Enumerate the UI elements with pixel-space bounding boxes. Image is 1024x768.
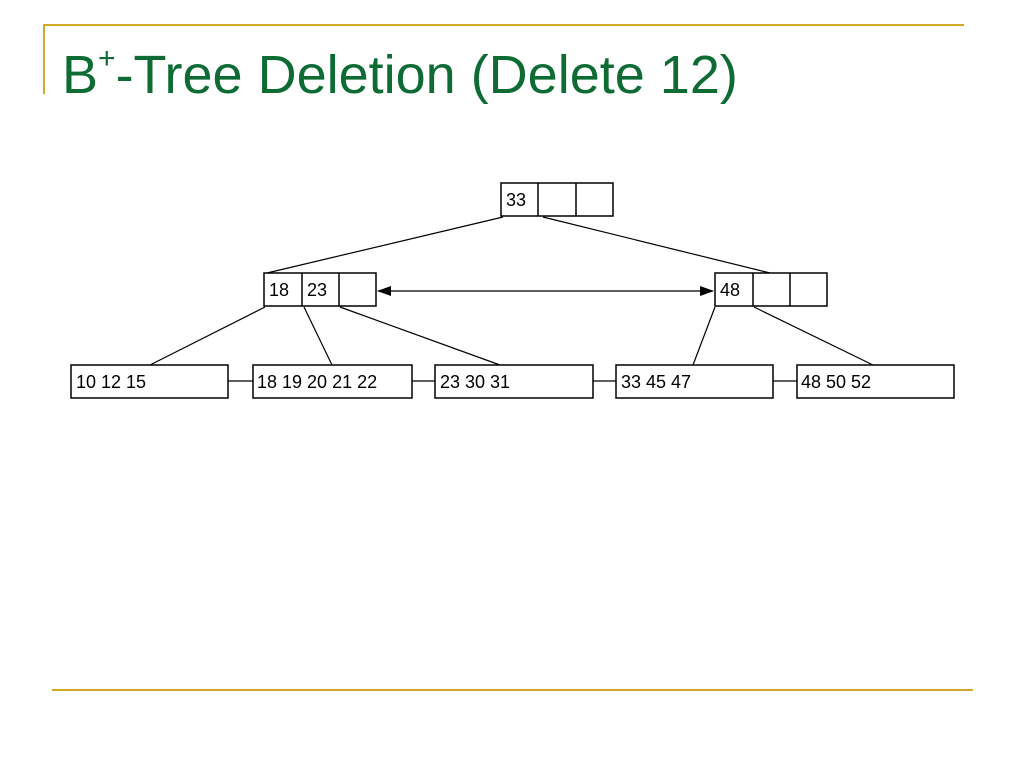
- internal-right-key-1: 48: [720, 280, 740, 300]
- leaf-5-keys: 48 50 52: [801, 372, 871, 392]
- internal-node-right: 48: [714, 272, 828, 307]
- leaf-node-1: 10 12 15: [70, 364, 229, 399]
- edge-right-to-leaf-4: [692, 306, 716, 366]
- internal-left-key-1: 18: [269, 280, 289, 300]
- leaf-1-keys: 10 12 15: [76, 372, 146, 392]
- edge-root-to-right: [542, 216, 771, 274]
- edge-left-to-leaf-3: [339, 306, 501, 366]
- root-node: 33: [500, 182, 614, 217]
- edge-right-to-leaf-5: [753, 306, 874, 366]
- slide-title: B+-Tree Deletion (Delete 12): [62, 44, 738, 105]
- root-key-1: 33: [506, 190, 526, 210]
- edge-left-to-leaf-2: [303, 306, 333, 366]
- tree-edges: [149, 216, 874, 382]
- title-rule-left: [43, 24, 45, 94]
- title-suffix: -Tree Deletion (Delete 12): [115, 45, 738, 105]
- leaf-3-keys: 23 30 31: [440, 372, 510, 392]
- title-rule-top: [43, 24, 964, 26]
- title-prefix: B: [62, 45, 99, 105]
- title-superscript: +: [98, 42, 116, 75]
- internal-left-key-2: 23: [307, 280, 327, 300]
- leaf-4-keys: 33 45 47: [621, 372, 691, 392]
- edge-root-to-left: [266, 216, 504, 274]
- footer-rule: [52, 689, 973, 691]
- leaf-node-4: 33 45 47: [615, 364, 774, 399]
- edge-left-to-leaf-1: [149, 306, 266, 366]
- leaf-2-keys: 18 19 20 21 22: [257, 372, 377, 392]
- leaf-node-5: 48 50 52: [796, 364, 955, 399]
- leaf-node-3: 23 30 31: [434, 364, 594, 399]
- leaf-node-2: 18 19 20 21 22: [252, 364, 413, 399]
- internal-node-left: 18 23: [263, 272, 377, 307]
